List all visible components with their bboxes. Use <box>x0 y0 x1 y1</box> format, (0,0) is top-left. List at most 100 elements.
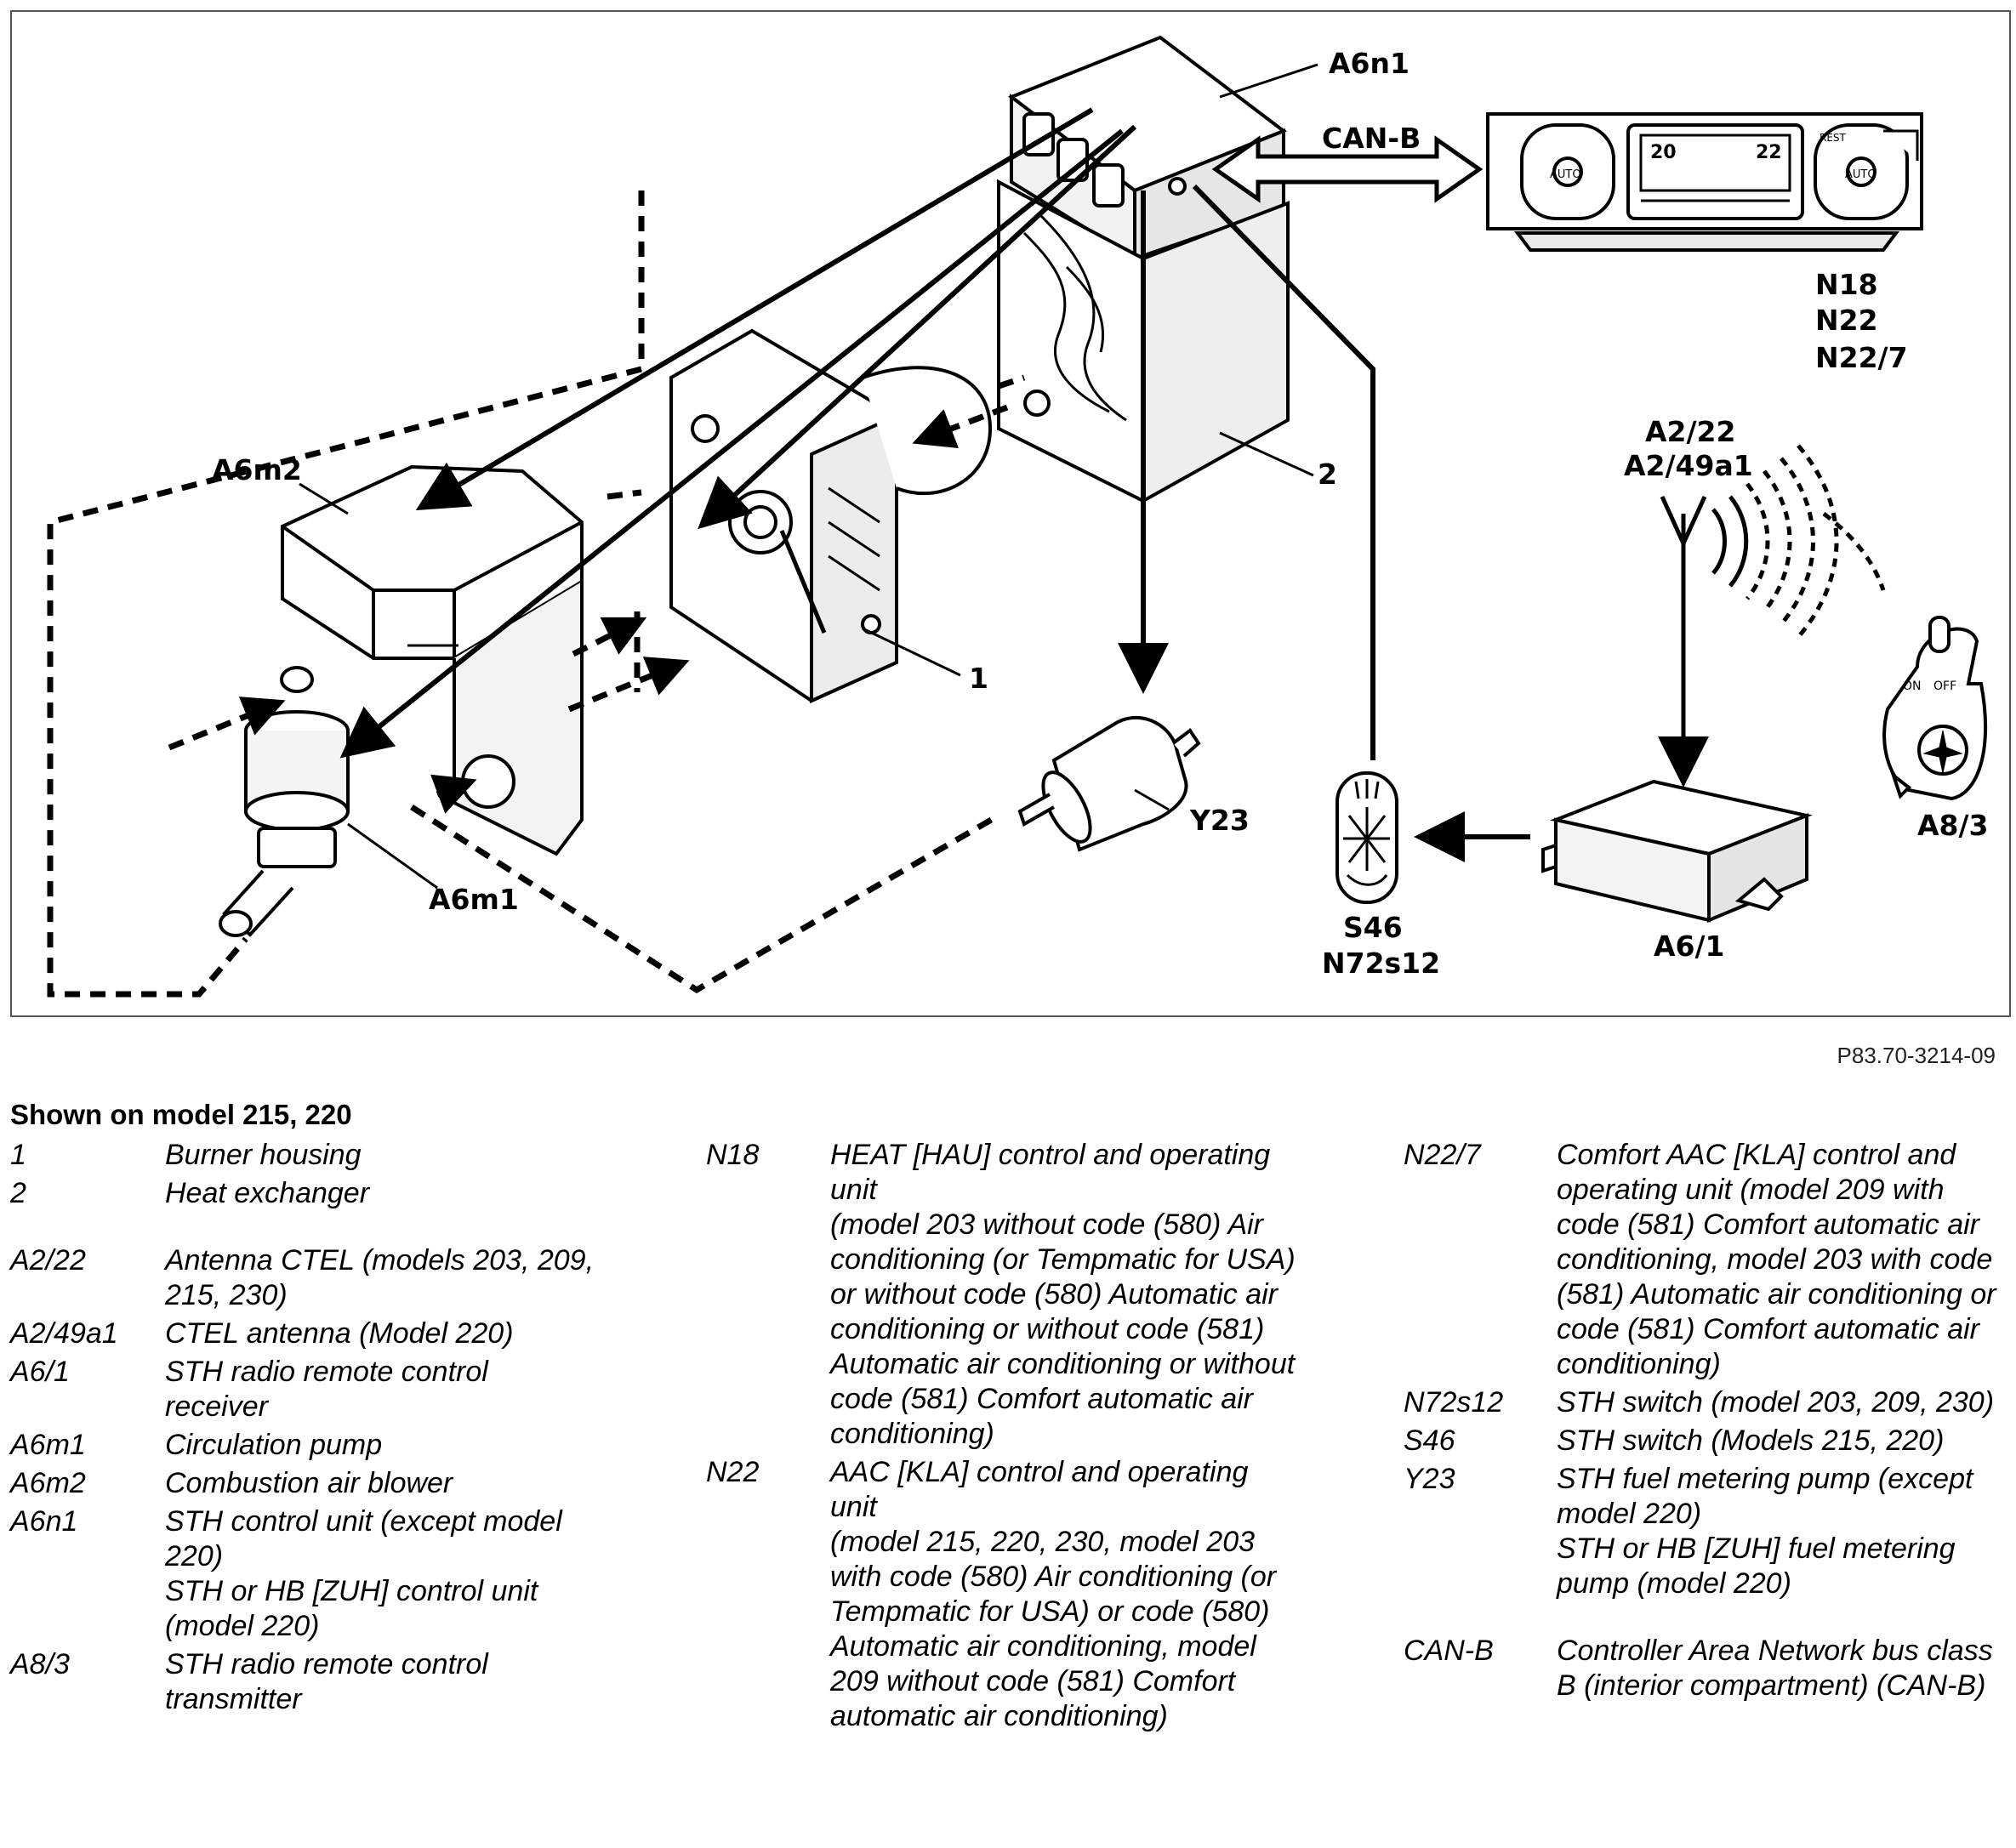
panel-temp-left: 20 <box>1650 142 1677 163</box>
label-a6n1: A6n1 <box>1329 47 1409 80</box>
legend-description: STH fuel metering pump (except model 220… <box>1557 1462 1999 1601</box>
legend-code: A8/3 <box>10 1648 70 1680</box>
legend-entry: N22 AAC [KLA] control and operating unit(… <box>706 1455 1301 1734</box>
legend-code: N22 <box>706 1456 760 1488</box>
legend-entry: A6m1 Circulation pump <box>10 1428 597 1463</box>
circulation-pump <box>219 666 350 937</box>
legend-column-2: N18 HEAT [HAU] control and operating unit… <box>706 1138 1301 1737</box>
legend-entry: S46 STH switch (Models 215, 220) <box>1404 1424 1999 1458</box>
legend-code: A6/1 <box>10 1356 70 1388</box>
legend-entry: 2 Heat exchanger <box>10 1176 597 1211</box>
coolant-lines <box>47 190 1026 998</box>
legend-code: N22/7 <box>1404 1139 1481 1171</box>
legend-entry: N72s12 STH switch (model 203, 209, 230) <box>1404 1385 1999 1420</box>
panel-temp-right: 22 <box>1756 142 1782 163</box>
label-a2-22: A2/22 <box>1645 415 1735 448</box>
legend-entry: 1 Burner housing <box>10 1138 597 1173</box>
legend-code: 1 <box>10 1139 26 1171</box>
legend-description: HEAT [HAU] control and operating unit(mo… <box>830 1138 1301 1452</box>
legend-description: Comfort AAC [KLA] control and operating … <box>1557 1138 1999 1382</box>
panel-auto-left-label: AUTO <box>1550 168 1581 181</box>
legend-description-line: Comfort AAC [KLA] control and operating … <box>1557 1139 1996 1380</box>
label-n22-7: N22/7 <box>1815 341 1908 374</box>
remote-off-label: OFF <box>1933 679 1956 693</box>
legend-description: CTEL antenna (Model 220) <box>165 1316 597 1351</box>
legend-entry: N22/7 Comfort AAC [KLA] control and opera… <box>1404 1138 1999 1382</box>
legend-description-line: Burner housing <box>165 1139 362 1171</box>
heat-exchanger <box>997 179 1290 504</box>
legend-heading: Shown on model 215, 220 <box>10 1099 352 1130</box>
legend-description: Controller Area Network bus class B (int… <box>1557 1634 1999 1703</box>
legend-description: STH switch (Models 215, 220) <box>1557 1424 1999 1458</box>
legend-description: Circulation pump <box>165 1428 597 1463</box>
diagram-figure: AUTO AUTO 20 22 REST ON OFF <box>10 10 2011 1017</box>
legend-description-line: AAC [KLA] control and operating unit <box>830 1456 1249 1523</box>
legend-entry: Y23 STH fuel metering pump (except model … <box>1404 1462 1999 1601</box>
climate-control-panel <box>1486 112 1923 252</box>
legend-entry: A6m2 Combustion air blower <box>10 1466 597 1501</box>
diagram-drawing: AUTO AUTO 20 22 REST ON OFF <box>47 35 1989 998</box>
legend-description: STH control unit (except model 220)STH o… <box>165 1504 597 1644</box>
remote-control-receiver <box>1541 779 1813 924</box>
legend-code: A6m2 <box>10 1467 86 1499</box>
legend-description-line: STH radio remote control receiver <box>165 1356 488 1423</box>
burner-housing <box>669 328 993 704</box>
legend-description-line: Circulation pump <box>165 1429 383 1461</box>
legend-description-line: HEAT [HAU] control and operating unit <box>830 1139 1271 1206</box>
legend-code: CAN-B <box>1404 1635 1494 1667</box>
label-n18: N18 <box>1815 268 1878 301</box>
antenna <box>1660 444 1886 765</box>
legend-entry: CAN-B Controller Area Network bus class B… <box>1404 1634 1999 1703</box>
legend-code: S46 <box>1404 1424 1455 1457</box>
legend-description-line: CTEL antenna (Model 220) <box>165 1317 514 1350</box>
legend-description-line: (model 215, 220, 230, model 203 with cod… <box>830 1526 1277 1732</box>
legend-code: Y23 <box>1404 1463 1455 1495</box>
legend-description-line: STH or HB [ZUH] control unit (model 220) <box>165 1575 538 1642</box>
label-1: 1 <box>969 662 988 695</box>
legend-column-3: N22/7 Comfort AAC [KLA] control and opera… <box>1404 1138 1999 1707</box>
label-n72s12: N72s12 <box>1322 947 1440 980</box>
legend-description: Combustion air blower <box>165 1466 597 1501</box>
legend-code: N72s12 <box>1404 1386 1504 1419</box>
label-a8-3: A8/3 <box>1917 809 1989 842</box>
legend-description: STH radio remote control transmitter <box>165 1647 597 1717</box>
label-2: 2 <box>1318 458 1337 491</box>
legend-description-line: (model 203 without code (580) Air condit… <box>830 1208 1296 1450</box>
legend-code: A6m1 <box>10 1429 86 1461</box>
legend-description: Burner housing <box>165 1138 597 1173</box>
legend-code: A2/22 <box>10 1244 86 1277</box>
legend-entry: A2/49a1 CTEL antenna (Model 220) <box>10 1316 597 1351</box>
label-s46: S46 <box>1343 911 1403 944</box>
legend-code: N18 <box>706 1139 760 1171</box>
legend-description-line: Antenna CTEL (models 203, 209, 215, 230) <box>165 1244 595 1311</box>
legend-entry: A8/3 STH radio remote control transmitter <box>10 1647 597 1717</box>
legend-description-line: STH switch (Models 215, 220) <box>1557 1424 1945 1457</box>
panel-auto-right-label: AUTO <box>1845 168 1876 181</box>
legend-description: STH radio remote control receiver <box>165 1355 597 1424</box>
label-y23: Y23 <box>1189 804 1250 837</box>
legend-description-line: Heat exchanger <box>165 1177 370 1209</box>
figure-code: P83.70-3214-09 <box>1837 1043 1996 1068</box>
label-canb: CAN-B <box>1322 122 1421 155</box>
label-a6m1: A6m1 <box>429 883 519 916</box>
legend-code: 2 <box>10 1177 26 1209</box>
legend-code: A2/49a1 <box>10 1317 118 1350</box>
fuel-metering-pump <box>1017 716 1201 852</box>
legend-description-line: STH switch (model 203, 209, 230) <box>1557 1386 1995 1419</box>
legend-description: STH switch (model 203, 209, 230) <box>1557 1385 1999 1420</box>
remote-control-transmitter <box>1882 616 1988 801</box>
legend-description-line: STH fuel metering pump (except model 220… <box>1557 1463 1973 1530</box>
signal-lines <box>339 107 1709 862</box>
legend-entry: A2/22 Antenna CTEL (models 203, 209, 215,… <box>10 1243 597 1313</box>
legend-description-line: STH radio remote control transmitter <box>165 1648 488 1715</box>
label-a2-49a1: A2/49a1 <box>1624 449 1753 482</box>
legend-description-line: Controller Area Network bus class B (int… <box>1557 1635 1993 1702</box>
legend-description-line: Combustion air blower <box>165 1467 453 1499</box>
legend-description-line: STH or HB [ZUH] fuel metering pump (mode… <box>1557 1532 1956 1600</box>
remote-on-label: ON <box>1903 679 1922 693</box>
legend-description: Heat exchanger <box>165 1176 597 1211</box>
label-a6-1: A6/1 <box>1654 930 1725 963</box>
sth-switch <box>1335 771 1398 904</box>
